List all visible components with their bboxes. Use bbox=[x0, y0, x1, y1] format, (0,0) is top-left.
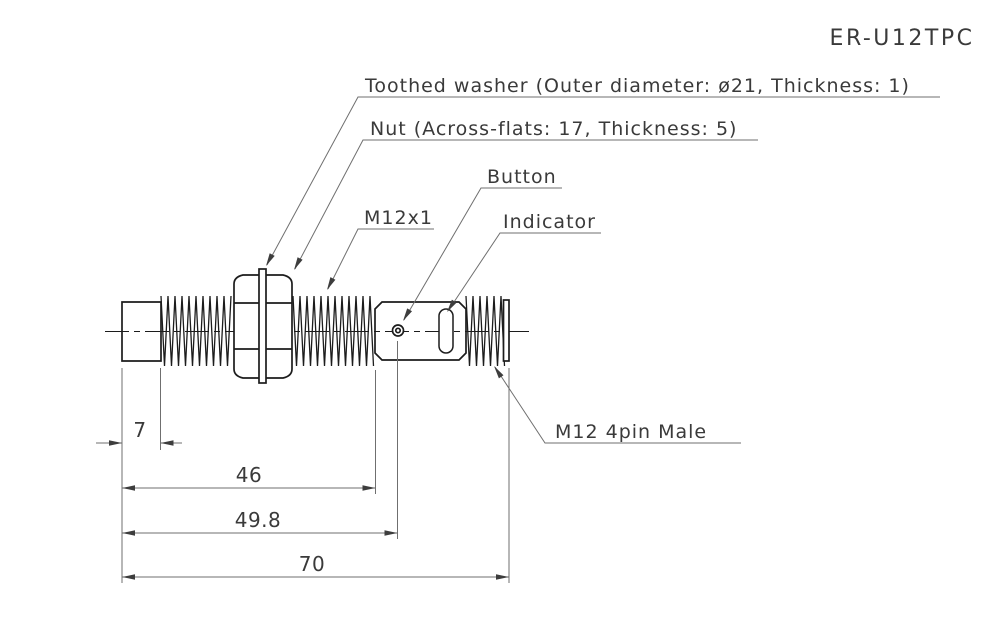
callout-nut: Nut (Across-flats: 17, Thickness: 5) bbox=[294, 118, 758, 270]
rear-body bbox=[374, 301, 467, 361]
arrowhead bbox=[122, 530, 135, 536]
thread-spec-label: M12x1 bbox=[364, 207, 433, 229]
leader-line bbox=[403, 187, 562, 321]
dim-value-49-8: 49.8 bbox=[235, 508, 282, 532]
callout-button: Button bbox=[403, 166, 562, 321]
sensor-body bbox=[121, 268, 510, 384]
indicator-window bbox=[438, 308, 454, 354]
part-number: ER-U12TPC bbox=[830, 26, 975, 51]
connector-threads bbox=[465, 295, 506, 367]
dim-value-70: 70 bbox=[299, 552, 325, 576]
dim-value-7: 7 bbox=[133, 418, 146, 442]
toothed-washer bbox=[258, 268, 267, 384]
arrowhead bbox=[494, 366, 504, 379]
dimension-thread-length: 46 bbox=[122, 463, 376, 491]
sensing-head bbox=[121, 301, 162, 362]
arrowhead bbox=[327, 277, 336, 290]
leader-line bbox=[447, 232, 601, 312]
dimension-total-length: 70 bbox=[122, 552, 509, 580]
indicator-label: Indicator bbox=[503, 211, 596, 233]
dimension-sensing-face: 7 bbox=[96, 418, 182, 446]
thread-section-mid bbox=[292, 295, 375, 367]
arrowhead bbox=[266, 253, 275, 266]
arrowhead bbox=[109, 440, 122, 446]
teach-button bbox=[391, 324, 405, 337]
button-label: Button bbox=[487, 166, 557, 188]
leader-line bbox=[266, 96, 940, 266]
teach-button-center bbox=[394, 327, 402, 334]
dimension-button-position: 49.8 bbox=[122, 508, 398, 536]
dim-value-46: 46 bbox=[236, 463, 262, 487]
arrowhead bbox=[496, 574, 509, 580]
arrowhead bbox=[294, 257, 303, 270]
callout-toothed-washer: Toothed washer (Outer diameter: ø21, Thi… bbox=[266, 75, 940, 266]
callout-indicator: Indicator bbox=[447, 211, 601, 312]
callout-connector: M12 4pin Male bbox=[494, 366, 741, 444]
callouts: Toothed washer (Outer diameter: ø21, Thi… bbox=[266, 75, 940, 444]
connector-end-cap bbox=[502, 299, 510, 362]
connector-label: M12 4pin Male bbox=[555, 421, 707, 443]
leader-line bbox=[327, 228, 434, 290]
leader-line bbox=[294, 139, 758, 270]
arrowhead bbox=[403, 308, 412, 321]
thread-section-front bbox=[160, 295, 232, 367]
dimensions: 7 46 49.8 70 bbox=[96, 341, 510, 583]
arrowhead bbox=[122, 485, 135, 491]
arrowhead bbox=[384, 530, 398, 536]
arrowhead bbox=[160, 440, 174, 446]
arrowhead bbox=[362, 485, 376, 491]
nut-label: Nut (Across-flats: 17, Thickness: 5) bbox=[370, 118, 737, 140]
leader-line bbox=[494, 366, 741, 444]
arrowhead bbox=[447, 299, 457, 312]
callout-thread-spec: M12x1 bbox=[327, 207, 434, 290]
arrowhead bbox=[122, 574, 135, 580]
toothed-washer-label: Toothed washer (Outer diameter: ø21, Thi… bbox=[364, 75, 910, 97]
